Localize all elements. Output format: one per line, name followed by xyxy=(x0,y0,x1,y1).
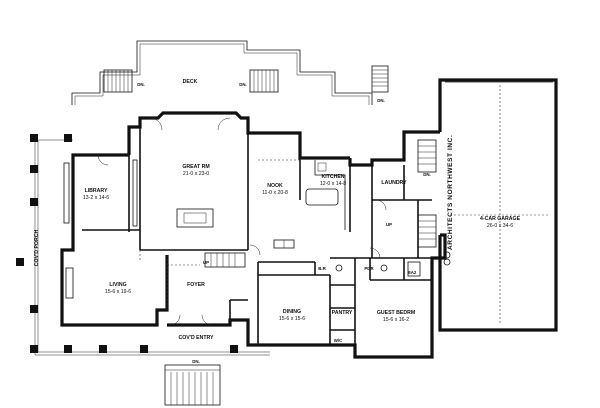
dims-garage: 26-0 x 34-6 xyxy=(487,223,513,229)
label-foyer: FOYER xyxy=(187,282,205,288)
living-fireplace xyxy=(65,267,74,299)
label-wic: W/C xyxy=(334,338,343,343)
dims-library: 13-2 x 14-6 xyxy=(83,195,109,201)
deck-stairs-right xyxy=(249,69,279,93)
label-garage: 4-CAR GARAGE xyxy=(480,216,521,222)
label-nook: NOOK xyxy=(267,183,283,189)
label-guest-bedrm: GUEST BEDRM xyxy=(377,310,415,316)
watermark-text: ARCHITECTS NORTHWEST INC. xyxy=(447,135,454,250)
stair-dn-deck-left: DN. xyxy=(137,82,145,87)
label-living: LIVING xyxy=(109,282,126,288)
dims-dining: 15-6 x 15-6 xyxy=(279,316,305,322)
entry-stairs xyxy=(164,364,221,406)
interior-walls xyxy=(82,127,432,345)
openings xyxy=(139,159,300,310)
dims-kitchen: 12-0 x 14-8 xyxy=(320,181,346,187)
label-ba2: BA2 xyxy=(408,270,417,275)
kitchen-island xyxy=(305,188,339,206)
label-covd-porch: COV'D PORCH xyxy=(34,230,40,267)
porch-outline xyxy=(34,139,270,356)
label-pantry: PANTRY xyxy=(332,310,353,316)
label-pdr: PDR xyxy=(364,266,374,271)
kitchen-counters xyxy=(314,160,346,230)
label-kitchen: KITCHEN xyxy=(321,174,344,180)
label-bar: B.R xyxy=(318,266,326,271)
garage-walls xyxy=(438,78,558,332)
label-laundry: LAUNDRY xyxy=(381,180,407,186)
stair-dn-deck-right: DN. xyxy=(239,82,247,87)
stair-dn-service: DN. xyxy=(423,172,431,177)
deck-stairs-left xyxy=(103,69,133,93)
library-shelves xyxy=(63,159,138,227)
label-covd-entry-1: COV'D ENTRY xyxy=(178,335,214,341)
garage-side-stairs xyxy=(371,65,389,93)
bath-fixtures xyxy=(335,251,451,277)
label-library: LIBRARY xyxy=(85,188,108,194)
stair-dn-garage-side: DN. xyxy=(377,98,385,103)
porch-columns xyxy=(16,134,238,353)
dims-great-rm: 21-0 x 23-0 xyxy=(183,171,209,177)
main-stair xyxy=(204,252,246,268)
service-stair xyxy=(417,139,437,248)
deck-outline xyxy=(71,40,373,105)
stair-up-service: UP xyxy=(386,222,392,227)
dims-nook: 11-0 x 20-8 xyxy=(262,190,288,196)
fireplace xyxy=(176,208,214,228)
dims-guest-bedrm: 15-6 x 16-2 xyxy=(383,317,409,323)
label-dining: DINING xyxy=(283,309,301,315)
label-deck: DECK xyxy=(183,79,198,85)
label-great-rm: GREAT RM xyxy=(182,164,209,170)
dims-living: 15-6 x 19-6 xyxy=(105,289,131,295)
stair-dn-entry: DN. xyxy=(192,359,200,364)
stair-up-main: UP xyxy=(203,260,209,265)
door-swings xyxy=(97,117,387,326)
nook-window-seat xyxy=(273,239,295,249)
